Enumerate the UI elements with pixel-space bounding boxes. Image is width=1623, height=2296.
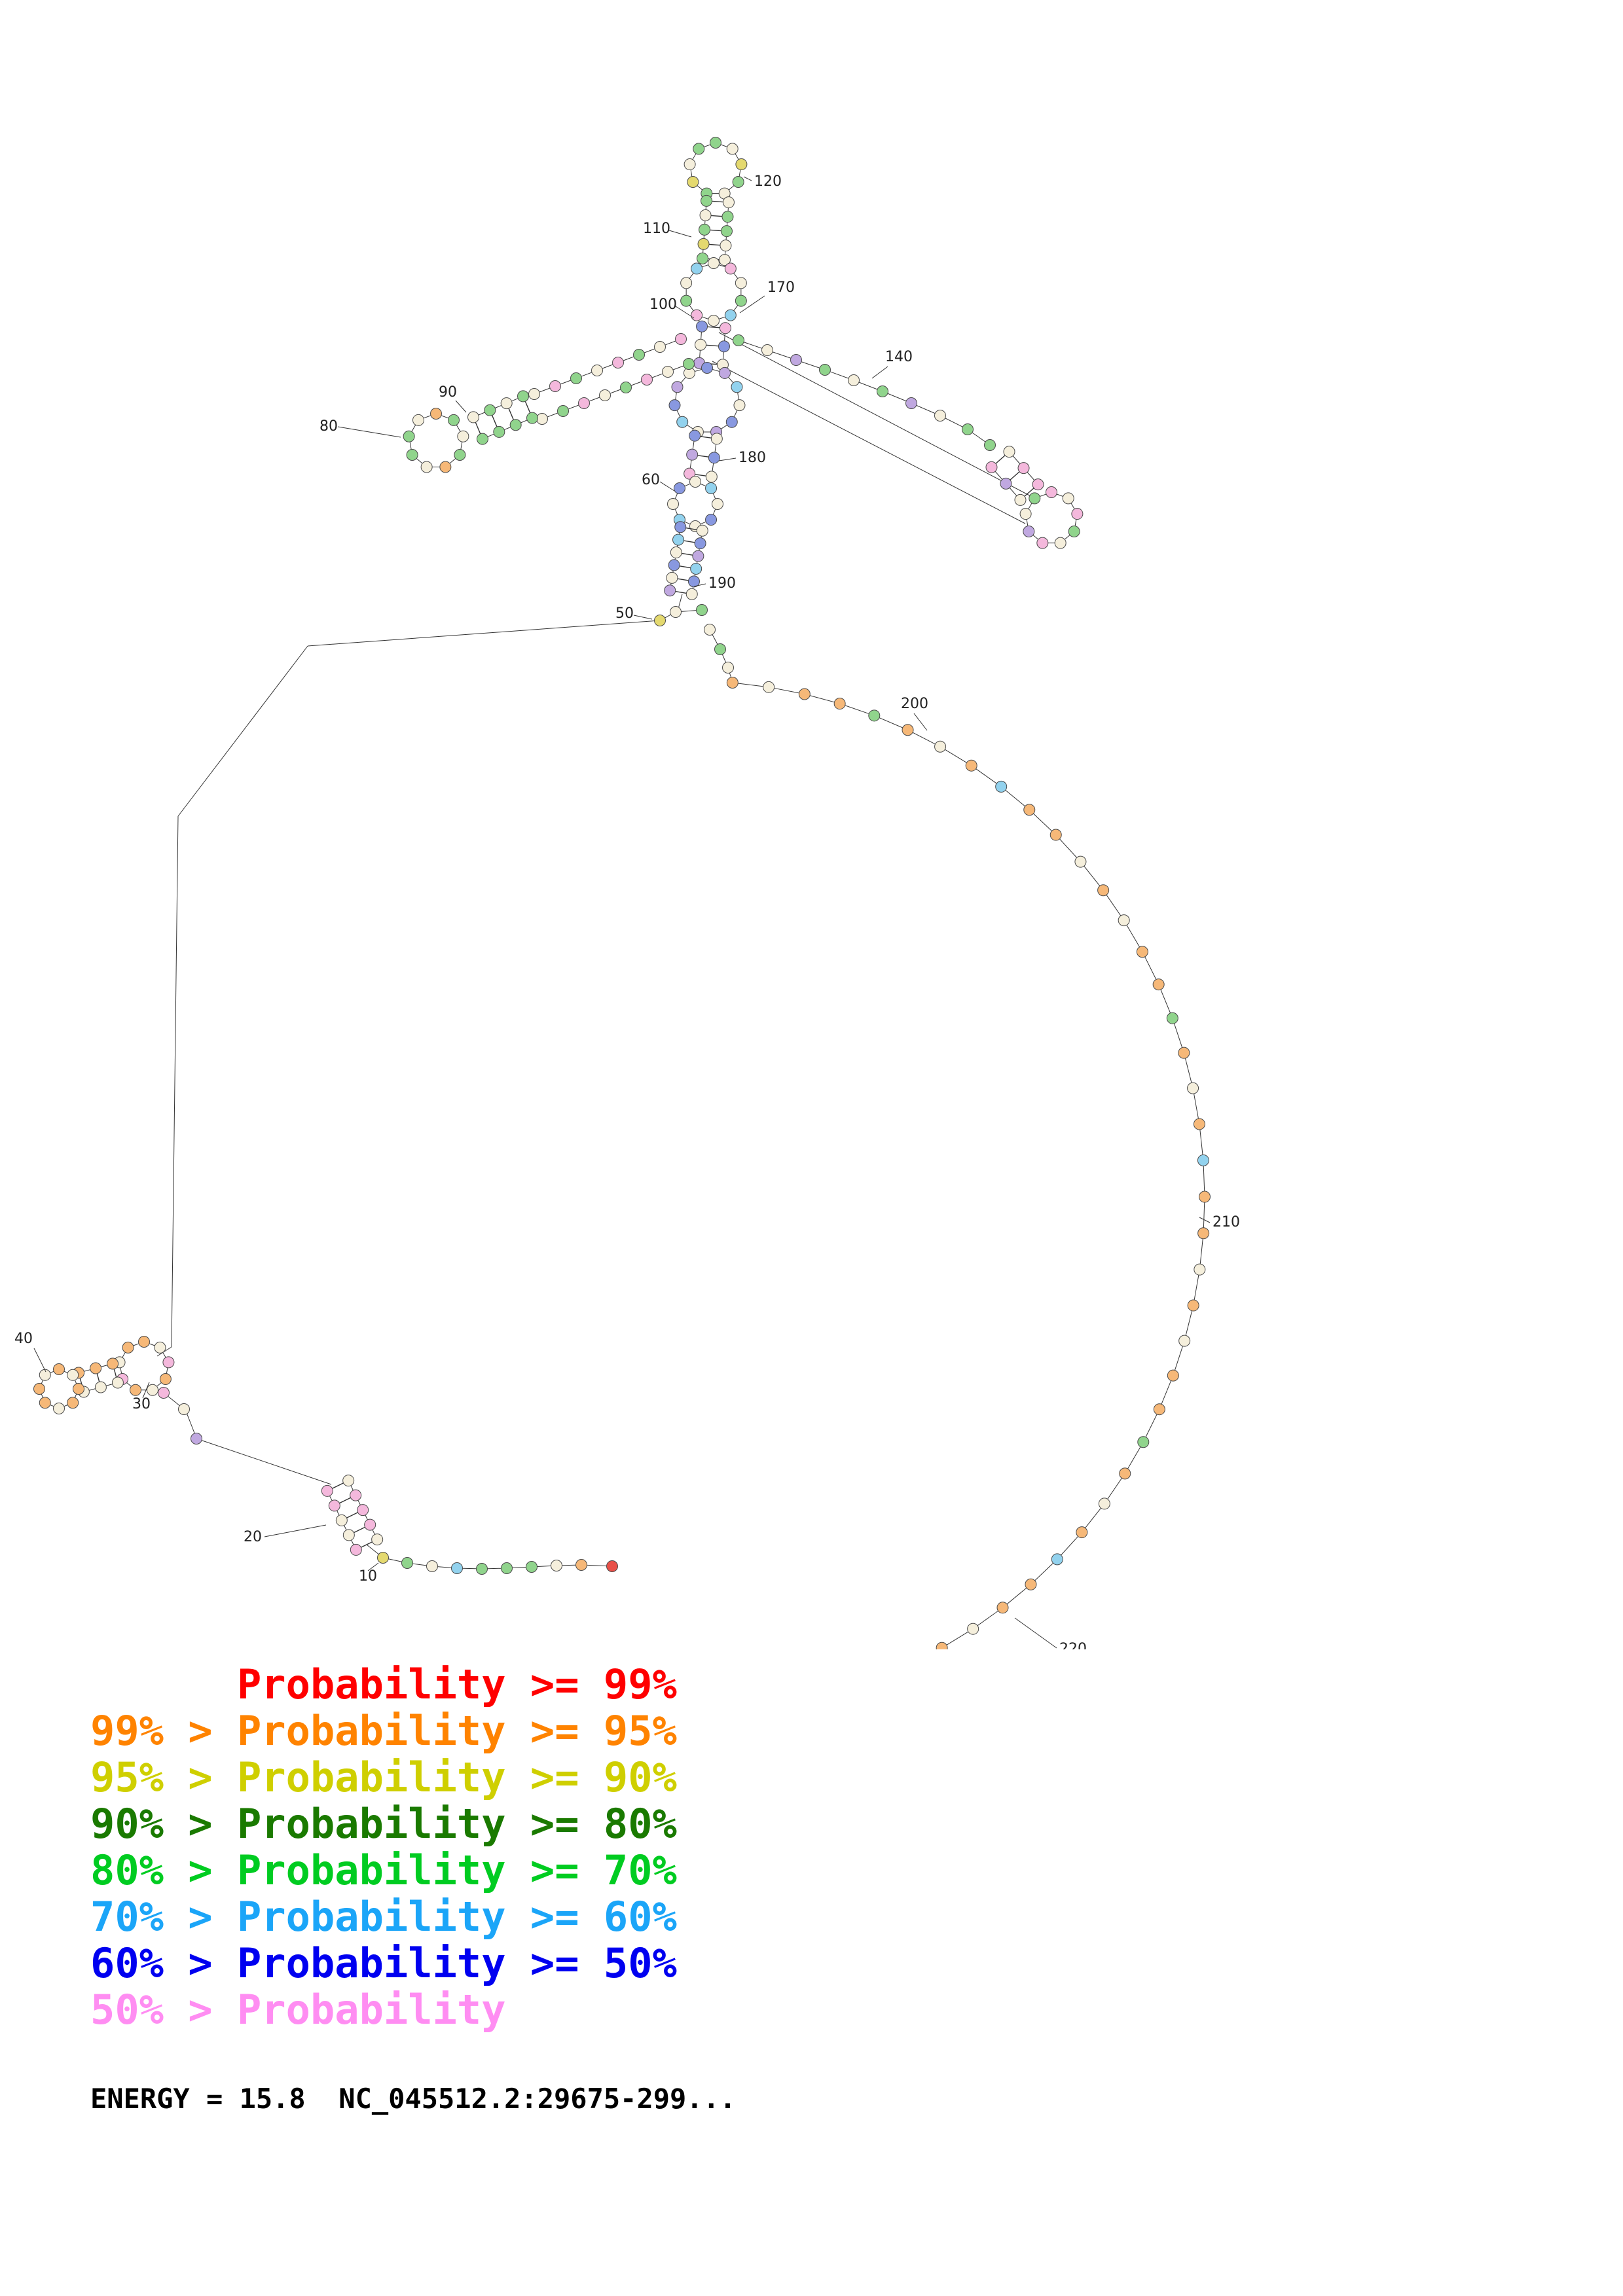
position-label: 90 xyxy=(439,384,457,401)
position-label: 120 xyxy=(754,173,782,190)
position-label: 180 xyxy=(739,450,766,466)
position-label: 40 xyxy=(14,1331,33,1347)
position-label: 140 xyxy=(885,349,913,365)
position-label: 50 xyxy=(615,605,634,622)
position-label: 200 xyxy=(901,696,928,712)
legend-item: Probability >= 99% xyxy=(90,1660,677,1708)
legend-item: 99% > Probability >= 95% xyxy=(90,1707,677,1755)
position-label: 220 xyxy=(1059,1641,1087,1649)
position-label: 60 xyxy=(642,472,660,488)
position-label: 190 xyxy=(708,575,736,592)
legend-item: 90% > Probability >= 80% xyxy=(90,1800,677,1848)
legend-item: 70% > Probability >= 60% xyxy=(90,1893,677,1941)
position-label: 80 xyxy=(319,418,338,435)
legend-item: 50% > Probability xyxy=(90,1986,506,2034)
legend-item: 95% > Probability >= 90% xyxy=(90,1753,677,1801)
probability-legend: Probability >= 99%99% > Probability >= 9… xyxy=(90,1661,677,2033)
position-label: 110 xyxy=(643,221,670,237)
position-label: 170 xyxy=(767,279,795,296)
legend-item: 60% > Probability >= 50% xyxy=(90,1939,677,1987)
rna-secondary-structure-diagram: 10 20 30 40 50 60 80 90 100 110 120 140 170 180 190 200… xyxy=(14,137,1240,1649)
position-label: 10 xyxy=(359,1568,377,1585)
position-label: 20 xyxy=(244,1529,262,1545)
energy-label: ENERGY = 15.8 NC_045512.2:29675-299... xyxy=(90,2083,737,2115)
legend-item: 80% > Probability >= 70% xyxy=(90,1846,677,1894)
position-label: 30 xyxy=(132,1396,151,1412)
position-label: 210 xyxy=(1213,1214,1240,1230)
position-label: 100 xyxy=(649,296,677,313)
